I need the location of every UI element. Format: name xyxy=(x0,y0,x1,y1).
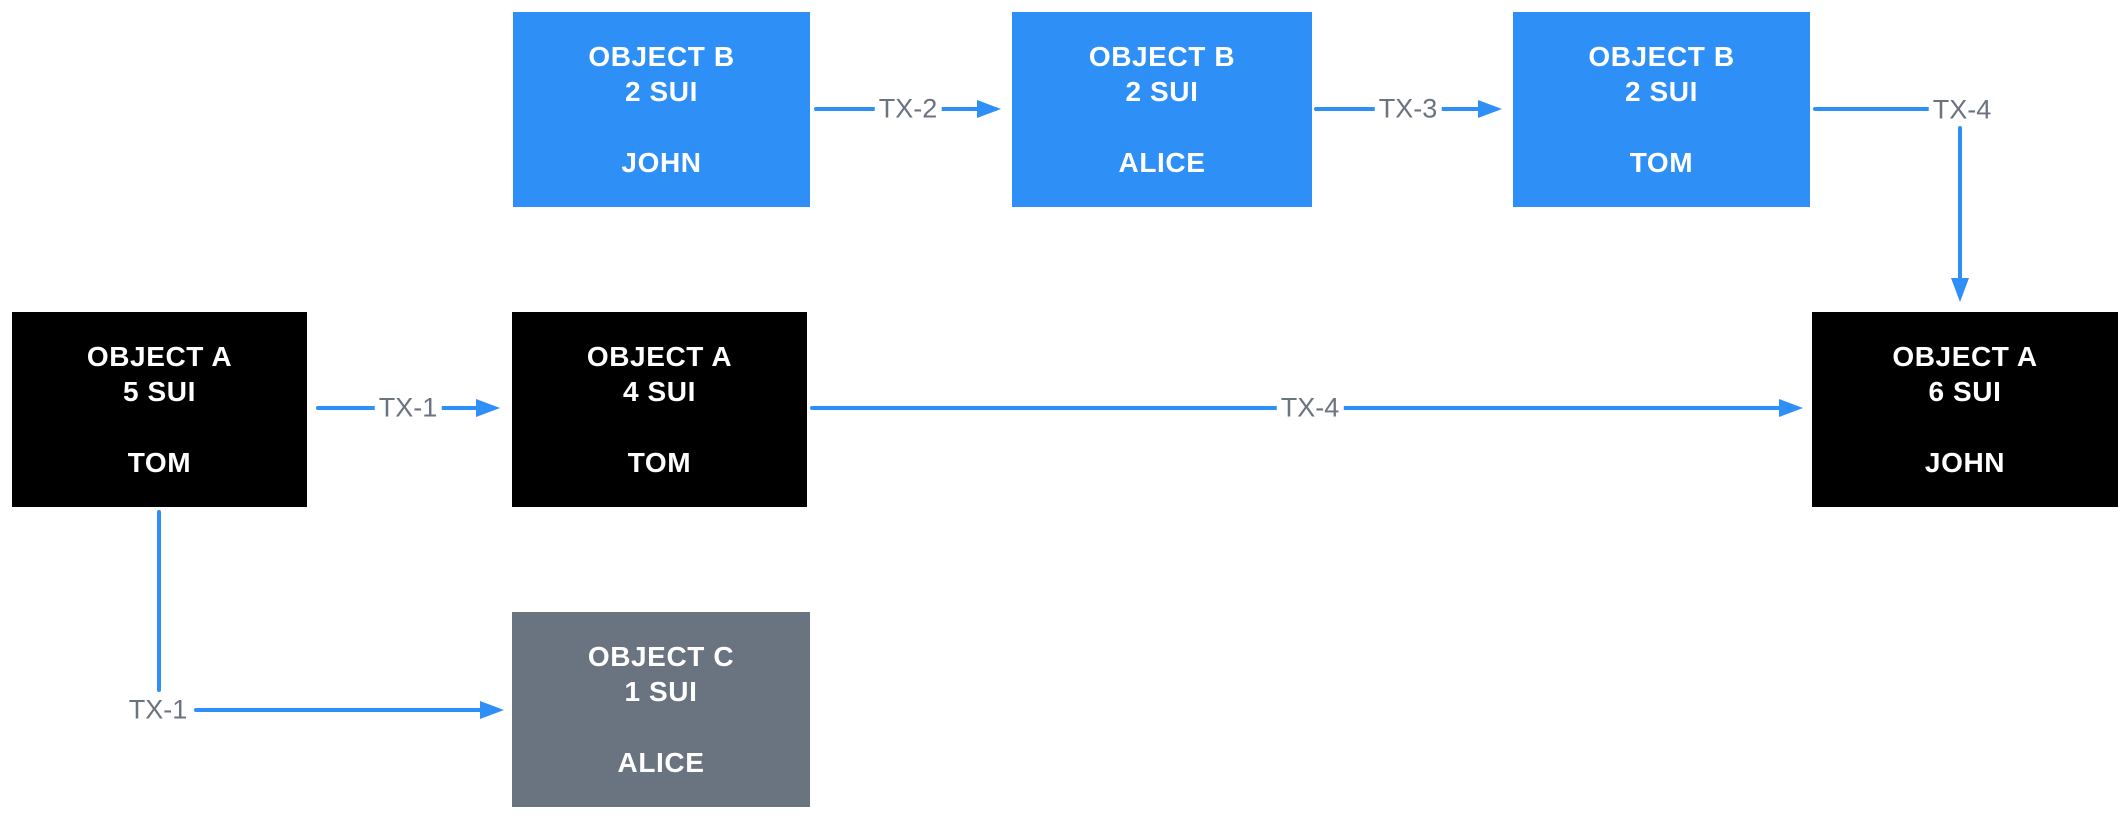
tx1-label: TX-1 xyxy=(374,392,442,424)
tx4-elbow-label: TX-4 xyxy=(1928,94,1996,126)
box-object-b-tom: OBJECT B 2 SUI TOM xyxy=(1513,12,1810,207)
object-name: OBJECT A xyxy=(1892,341,2038,372)
tx4-long-label: TX-4 xyxy=(1276,392,1344,424)
object-name: OBJECT B xyxy=(1088,41,1236,72)
object-owner: TOM xyxy=(127,447,192,478)
object-name: OBJECT B xyxy=(1588,41,1735,72)
tx3-label: TX-3 xyxy=(1374,93,1442,125)
object-owner: TOM xyxy=(627,447,692,478)
object-name: OBJECT B xyxy=(588,41,735,72)
object-amount: 2 SUI xyxy=(624,76,699,107)
object-owner: JOHN xyxy=(1924,447,2006,478)
box-object-a-6-john: OBJECT A 6 SUI JOHN xyxy=(1812,312,2118,507)
box-object-a-4-tom: OBJECT A 4 SUI TOM xyxy=(512,312,807,507)
object-amount: 2 SUI xyxy=(1125,76,1199,107)
box-object-c-alice: OBJECT C 1 SUI ALICE xyxy=(512,612,810,807)
object-owner: ALICE xyxy=(1118,147,1206,178)
object-name: OBJECT C xyxy=(587,641,735,672)
object-name: OBJECT A xyxy=(586,341,733,372)
box-object-b-alice: OBJECT B 2 SUI ALICE xyxy=(1012,12,1312,207)
box-object-b-john: OBJECT B 2 SUI JOHN xyxy=(513,12,810,207)
object-amount: 1 SUI xyxy=(624,676,698,707)
object-owner: JOHN xyxy=(621,147,702,178)
object-amount: 5 SUI xyxy=(122,376,197,407)
object-owner: TOM xyxy=(1629,147,1694,178)
object-amount: 2 SUI xyxy=(1624,76,1699,107)
box-object-a-5-tom: OBJECT A 5 SUI TOM xyxy=(12,312,307,507)
tx2-label: TX-2 xyxy=(874,93,942,125)
object-amount: 6 SUI xyxy=(1928,376,2002,407)
object-amount: 4 SUI xyxy=(622,376,697,407)
object-owner: ALICE xyxy=(617,747,705,778)
tx1-elbow-label: TX-1 xyxy=(124,694,192,726)
object-name: OBJECT A xyxy=(86,341,233,372)
